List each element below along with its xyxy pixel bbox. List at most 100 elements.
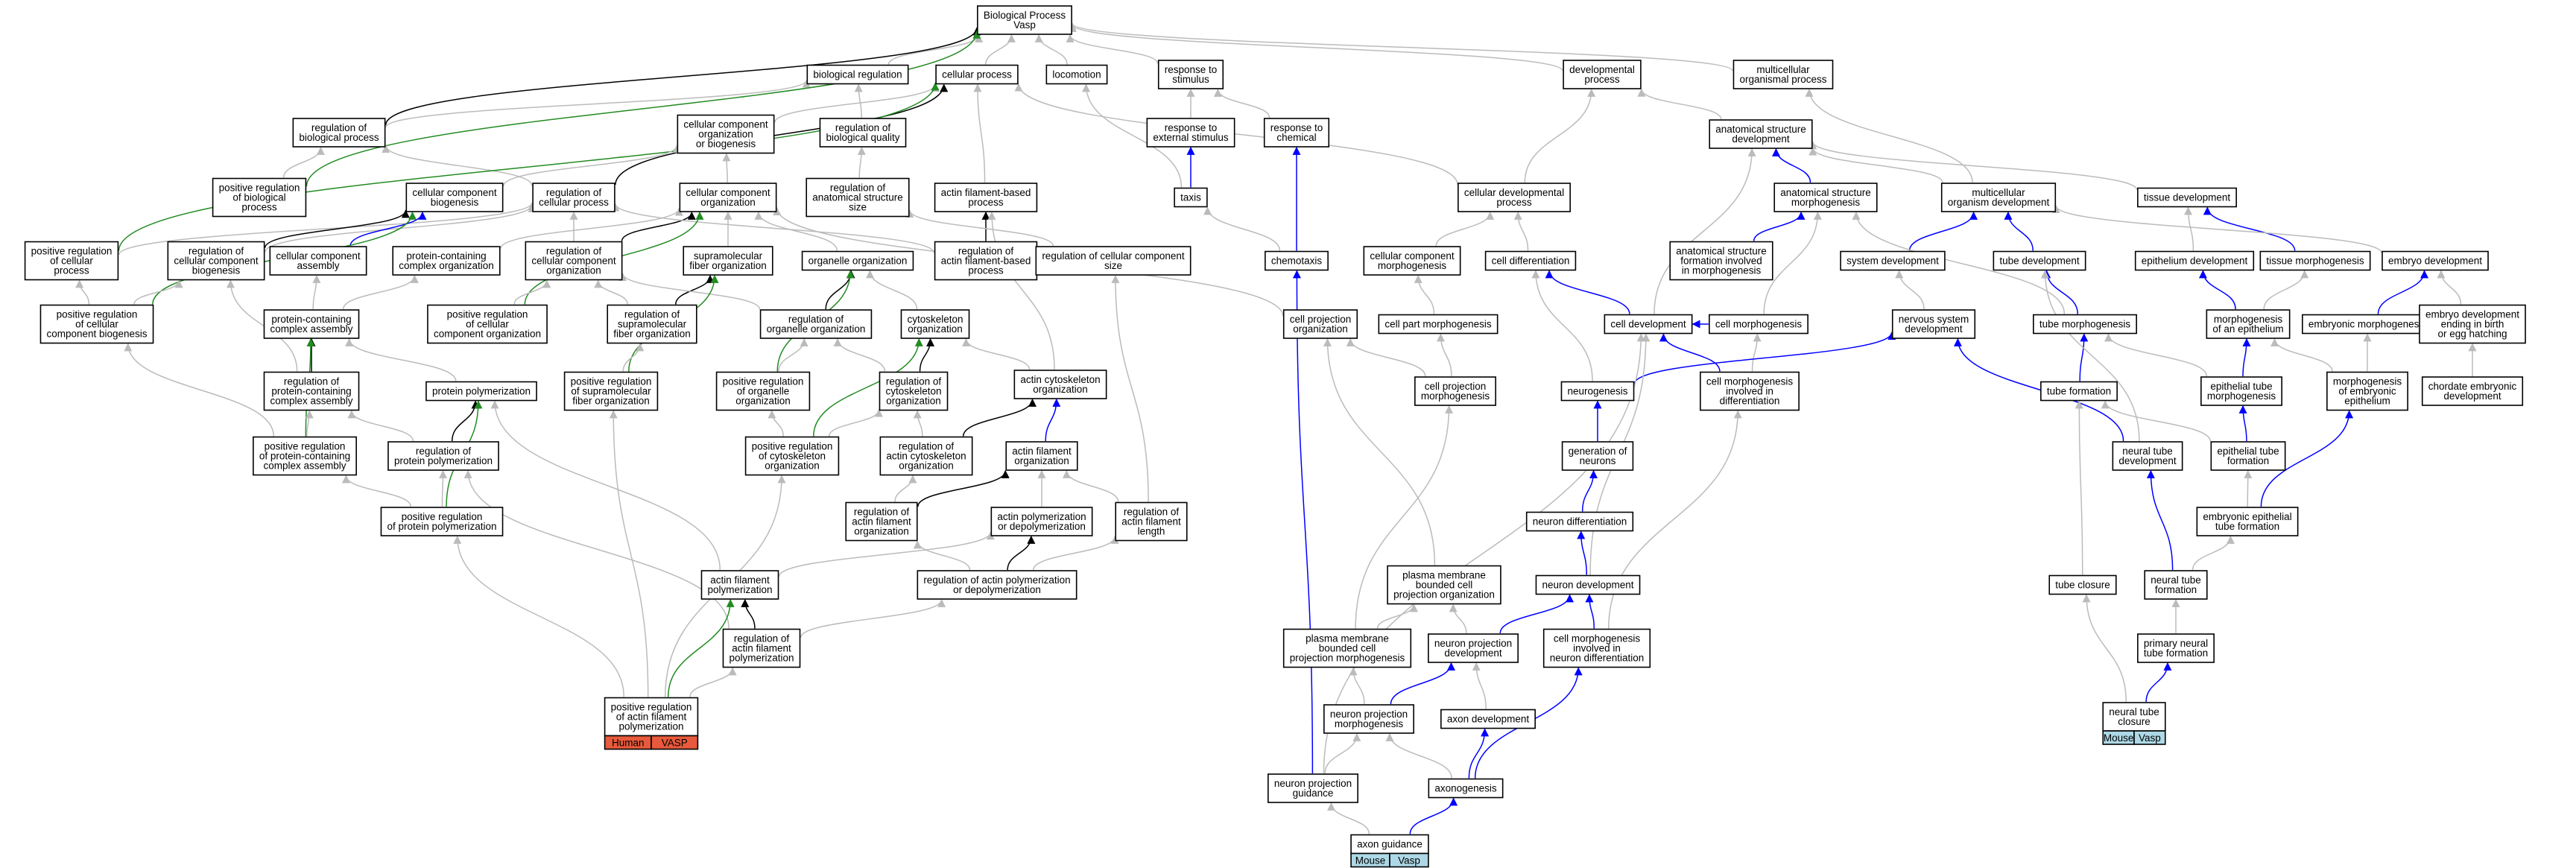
term-node-embryo-dev[interactable]: embryo development <box>2382 250 2489 271</box>
term-node-tube-morph[interactable]: tube morphogenesis <box>2033 314 2137 335</box>
term-node-cpart-morph[interactable]: cell part morphogenesis <box>1378 314 1499 335</box>
term-node-chemotaxis[interactable]: chemotaxis <box>1265 250 1329 271</box>
term-node-cellproc[interactable]: cellular process <box>935 64 1019 85</box>
term-node-axon-dev[interactable]: axon development <box>1440 709 1536 729</box>
term-node-neuron-dev[interactable]: neuron development <box>1535 574 1641 595</box>
term-node-orgo[interactable]: organelle organization <box>801 250 914 271</box>
term-node-cell-morph[interactable]: cell morphogenesis <box>1709 314 1808 335</box>
term-node-tube-closure[interactable]: tube closure <box>2048 574 2117 595</box>
term-node-epi-dev[interactable]: epithelium development <box>2134 250 2255 271</box>
term-node-locomotion[interactable]: locomotion <box>1045 64 1108 85</box>
term-node-cell-dev[interactable]: cell development <box>1604 314 1693 335</box>
term-node-axonogenesis[interactable]: axonogenesis <box>1428 778 1504 799</box>
term-node-taxis[interactable]: taxis <box>1174 187 1208 208</box>
term-node-neur-diff[interactable]: neuron differentiation <box>1525 511 1634 532</box>
term-node-emb-morph[interactable]: embryonic morphogenesis <box>2302 314 2433 335</box>
term-node-tube-form[interactable]: tube formation <box>2040 381 2118 402</box>
term-node-cell-diff[interactable]: cell differentiation <box>1484 250 1577 271</box>
term-node-tissue-dev[interactable]: tissue development <box>2137 187 2237 208</box>
term-node-sys-dev[interactable]: system development <box>1840 250 1946 271</box>
term-node-prot-poly[interactable]: protein polymerization <box>425 381 537 402</box>
term-node-bioreg[interactable]: biological regulation <box>806 64 909 85</box>
term-node-tissue-morph[interactable]: tissue morphogenesis <box>2259 250 2371 271</box>
term-node-neurogenesis[interactable]: neurogenesis <box>1560 381 1635 402</box>
